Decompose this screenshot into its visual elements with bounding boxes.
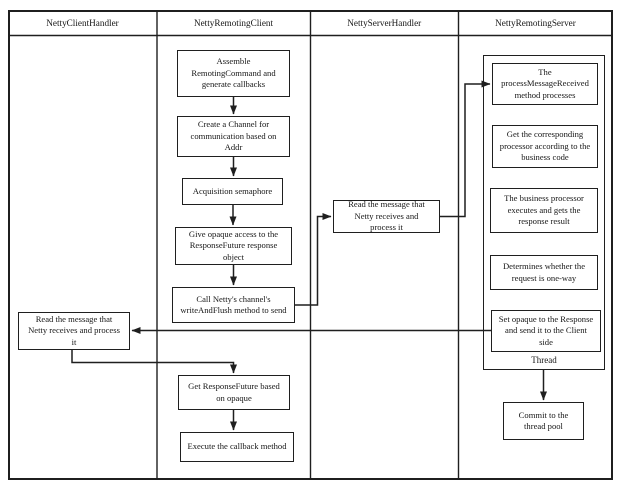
node-business-processor: The business processor executes and gets… [490, 188, 598, 233]
node-determine-oneway: Determines whether the request is one-wa… [490, 255, 598, 290]
node-get-processor: Get the corresponding processor accordin… [492, 125, 598, 168]
lane-header-netty-remoting-client: NettyRemotingClient [193, 17, 274, 28]
node-set-opaque-response: Set opaque to the Response and send it t… [491, 310, 601, 352]
node-get-response-future: Get ResponseFuture based on opaque [178, 375, 290, 410]
node-client-read-message: Read the message that Netty receives and… [18, 312, 130, 350]
lane-header-netty-client-handler: NettyClientHandler [46, 17, 119, 28]
node-execute-callback: Execute the callback method [180, 432, 294, 462]
node-create-channel: Create a Channel for communication based… [177, 116, 290, 157]
node-commit-thread-pool: Commit to the thread pool [503, 402, 584, 440]
lane-header-netty-remoting-server: NettyRemotingServer [495, 17, 576, 28]
node-give-opaque-access: Give opaque access to the ResponseFuture… [175, 227, 292, 265]
lane-header-netty-server-handler: NettyServerHandler [347, 17, 422, 28]
node-server-read-message: Read the message that Netty receives and… [333, 199, 440, 233]
arrow-client-read-to-get-response-future [71, 350, 237, 374]
thread-label: Thread [531, 355, 557, 365]
node-acquisition-semaphore: Acquisition semaphore [182, 178, 283, 205]
node-assemble-remoting-command: Assemble RemotingCommand and generate ca… [177, 50, 290, 97]
node-write-and-flush: Call Netty's channel's writeAndFlush met… [172, 287, 295, 323]
node-process-message-received: The processMessageReceived method proces… [492, 63, 598, 105]
arrow-write-flush-to-server-read [295, 213, 332, 306]
